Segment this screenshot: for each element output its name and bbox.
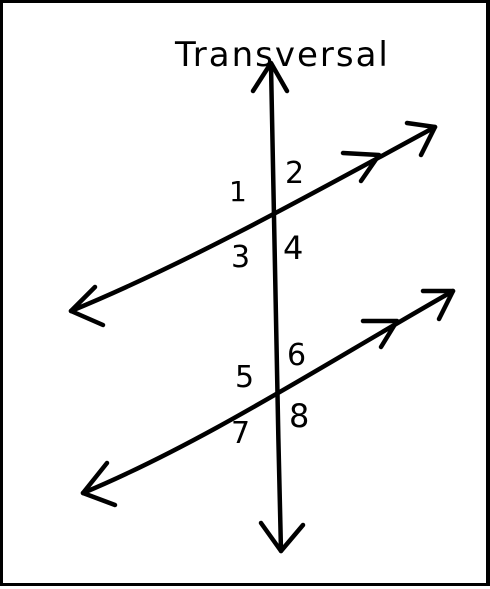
- angle-label-4: 4: [283, 229, 303, 267]
- transversal-diagram: Transversal 1 2 3 4 5 6 7 8: [68, 35, 456, 554]
- angle-label-1: 1: [229, 175, 247, 208]
- angle-label-6: 6: [287, 338, 306, 373]
- transversal-line: [250, 60, 306, 554]
- transversal-arrow-top: [250, 60, 290, 94]
- angle-label-3: 3: [231, 240, 250, 275]
- upper-line-arrow-right: [404, 120, 438, 158]
- upper-line-arrow-left: [68, 284, 106, 328]
- angle-label-8: 8: [289, 397, 309, 435]
- lower-parallel-line: [80, 288, 456, 508]
- upper-line-mid-arrow: [340, 150, 382, 184]
- transversal-arrow-bottom: [258, 520, 306, 554]
- angle-label-2: 2: [285, 156, 304, 191]
- angle-label-5: 5: [235, 360, 254, 395]
- lower-line-arrow-left: [80, 460, 118, 508]
- lower-line-mid-arrow: [360, 318, 400, 350]
- lower-line-arrow-right: [420, 288, 456, 322]
- title-label: Transversal: [174, 35, 390, 75]
- angle-label-7: 7: [231, 416, 250, 451]
- upper-parallel-line: [68, 120, 438, 328]
